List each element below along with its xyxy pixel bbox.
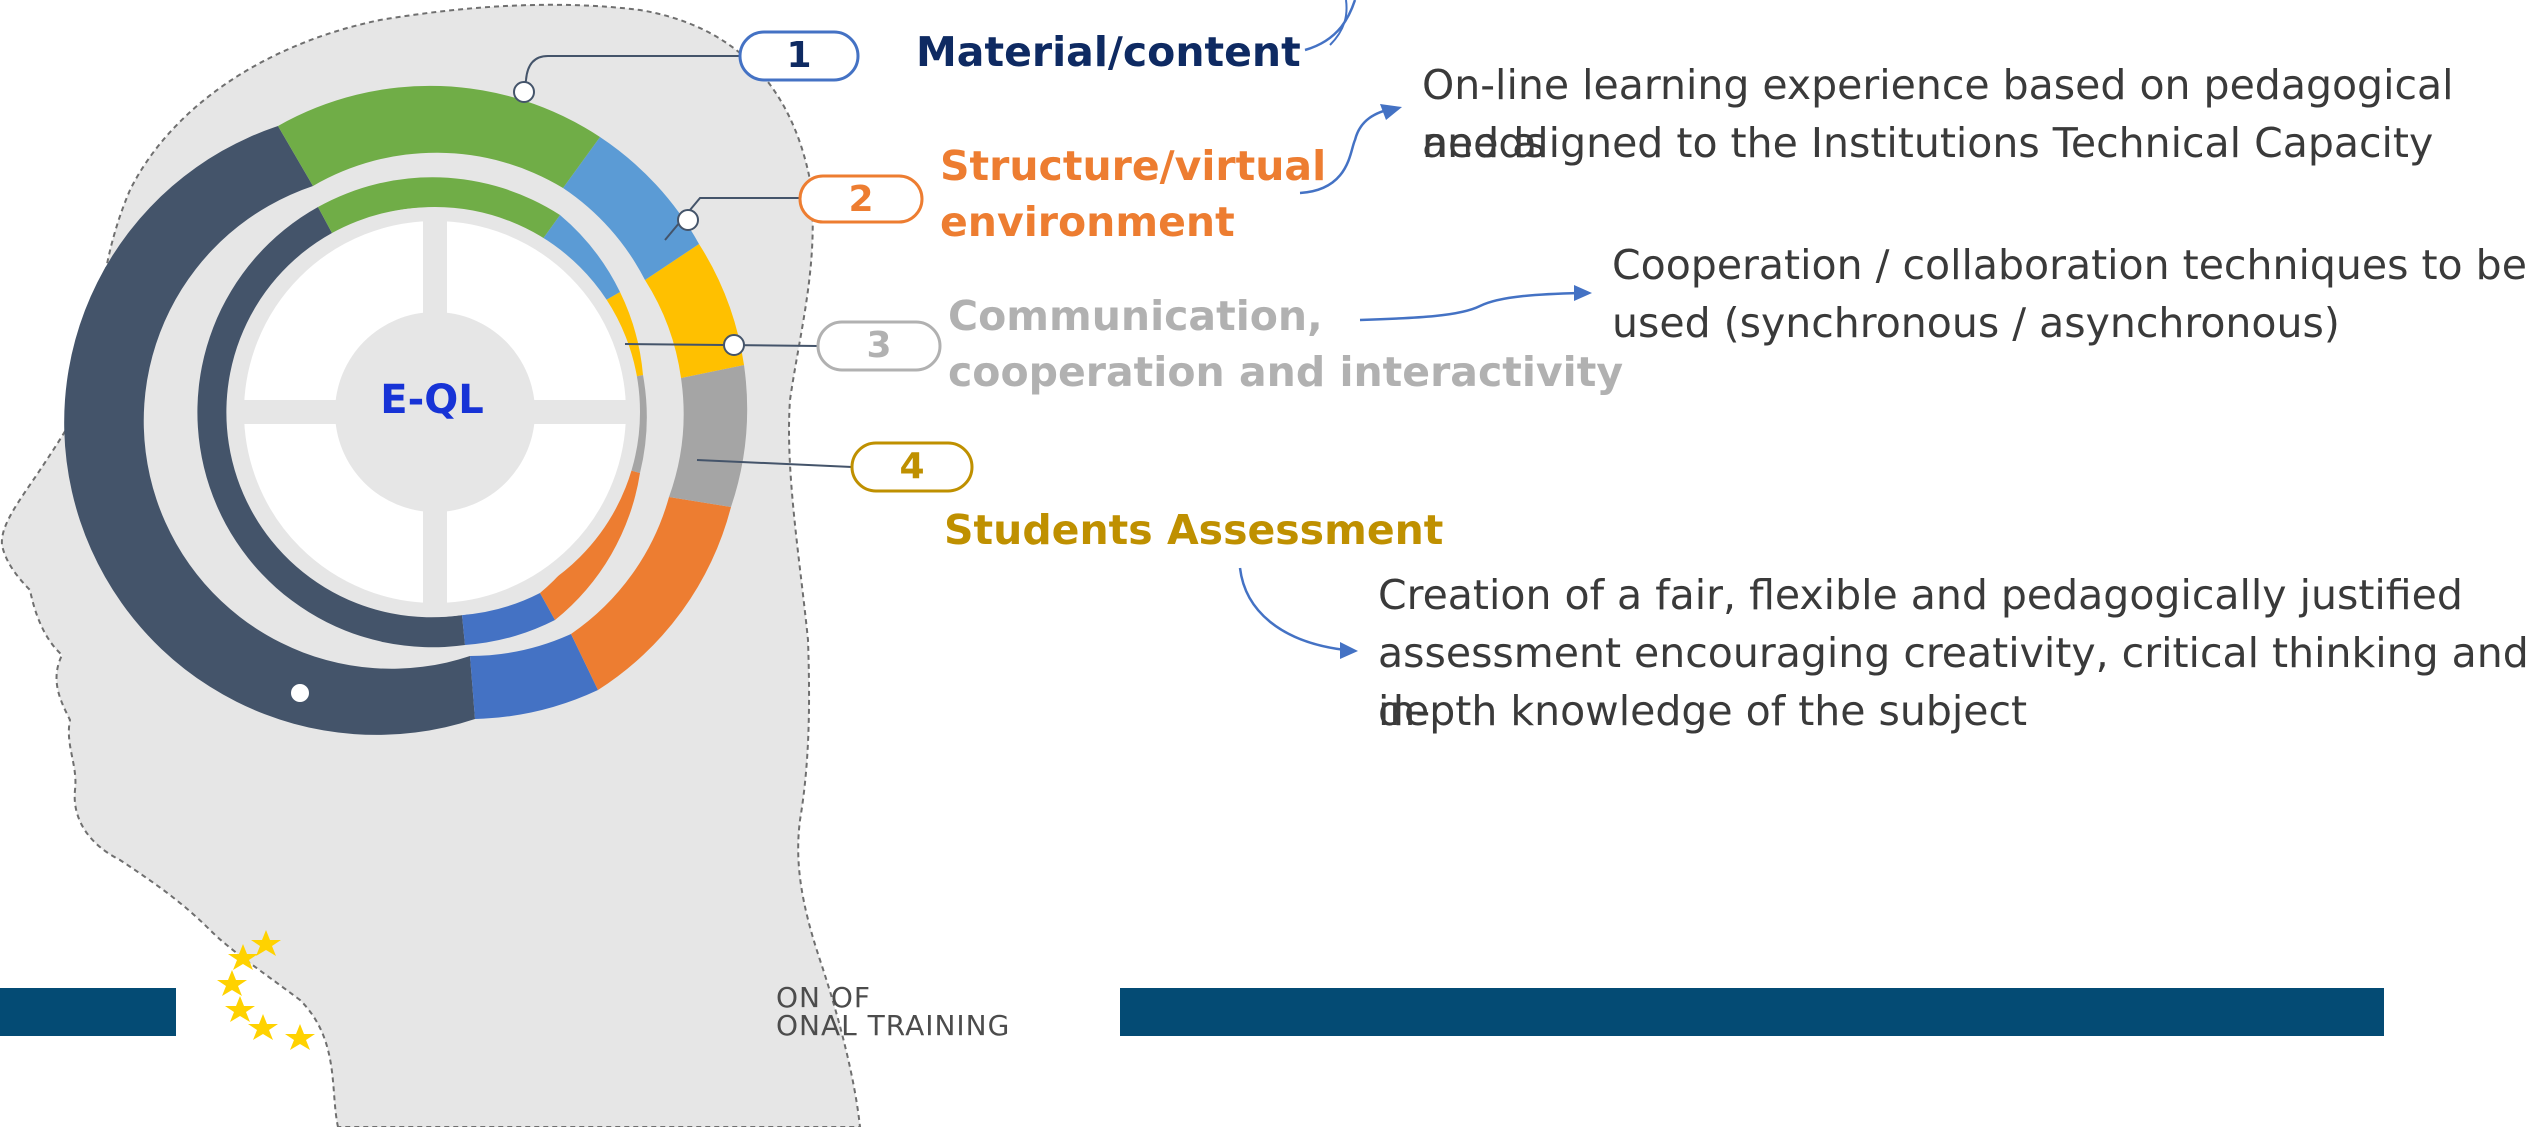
pillar-3-desc-line1: Cooperation / collaboration techniques t… (1612, 241, 2527, 289)
arrow-4 (1238, 567, 1346, 652)
pillar-4-desc-line2: assessment encouraging creativity, criti… (1378, 629, 2529, 735)
inner-segment-green (318, 177, 560, 240)
pillar-title-4: Students Assessment (944, 506, 1444, 554)
pill-3 (816, 320, 942, 372)
center-hub (335, 312, 535, 512)
pill-4 (850, 441, 974, 493)
pillar-2-desc-line1: On-line learning experience based on ped… (1422, 61, 2454, 167)
pillar-title-3-line1: Communication, (948, 292, 1323, 340)
outer-segment-lightblue (563, 137, 699, 280)
pillar-3-desc-line2: used (synchronous / asynchronous) (1612, 299, 2340, 347)
arrow-2 (1299, 106, 1396, 195)
pillar-2-desc-line2: and aligned to the Institutions Technica… (1422, 119, 2434, 167)
outer-segment-dark (64, 126, 475, 735)
footer-band-left (0, 988, 176, 1036)
eu-stars-logo (217, 930, 315, 1050)
outer-segment-green (278, 85, 600, 188)
pill-number-4: 4 (899, 446, 925, 487)
pill-number-2: 2 (848, 179, 874, 220)
pillar-title-1: Material/content (916, 28, 1301, 76)
footer-band-right (1120, 988, 2384, 1036)
pillar-title-2-line1: Structure/virtual (940, 142, 1327, 190)
arrow-top (1304, 0, 1357, 52)
pill-number-3: 3 (866, 325, 892, 366)
outer-segment-blue (470, 634, 598, 719)
footer-logo-line2: ONAL TRAINING (776, 1009, 1011, 1042)
pill-2 (798, 174, 924, 224)
pillar-4-desc-line1: Creation of a fair, flexible and pedagog… (1378, 571, 2463, 619)
arrow-3 (1359, 291, 1581, 322)
pillar-title-3-line2: cooperation and interactivity (948, 348, 1624, 396)
outer-segment-gray (669, 365, 748, 507)
inner-segment-lightblue (542, 215, 620, 308)
pill-number-1: 1 (786, 35, 812, 76)
inner-segment-blue (462, 593, 555, 645)
footer-logo-line1: ON OF (776, 981, 872, 1014)
pill-1 (738, 30, 860, 82)
center-label: E-QL (380, 377, 484, 423)
outer-segment-orange (571, 497, 731, 690)
pillar-4-desc-line3: depth knowledge of the subject (1378, 687, 2028, 735)
inner-segment-dark (197, 207, 465, 648)
pillar-title-2-line2: environment (940, 198, 1235, 246)
